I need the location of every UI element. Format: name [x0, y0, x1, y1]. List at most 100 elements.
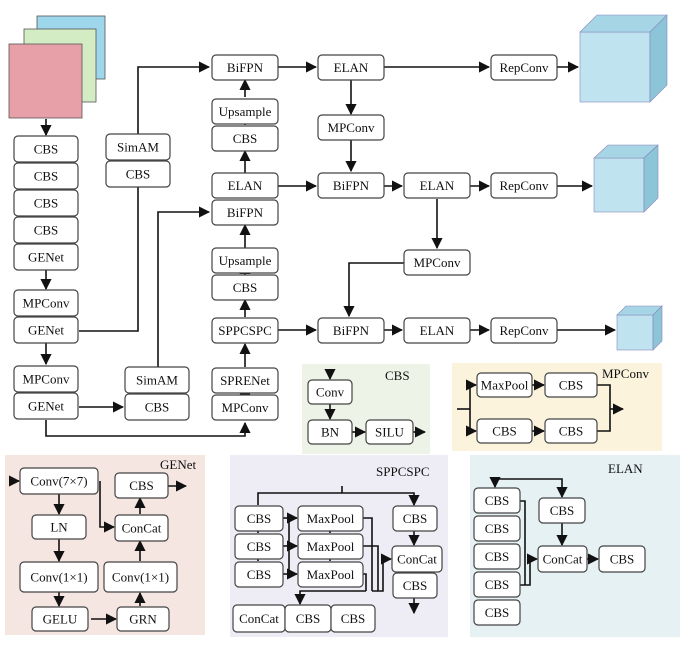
- genet-block-grn-label: GRN: [129, 612, 157, 627]
- sppcspc-block-concat-right: ConCat: [391, 545, 443, 573]
- genet-block-conv1-left: Conv(1×1): [19, 561, 99, 593]
- sppcspc-block-cbs-left-1-label: CBS: [247, 511, 272, 526]
- mpconv-block-cbs-c-label: CBS: [559, 424, 584, 439]
- cbs-block-bn: BN: [307, 419, 353, 445]
- genet-block-grn: GRN: [116, 606, 170, 632]
- head-repconv-1: RepConv: [490, 54, 558, 81]
- sppcspc-block-maxpool-2: MaxPool: [297, 533, 364, 560]
- simam-b: SimAM: [124, 366, 190, 394]
- head-bifpn-2-label: BiFPN: [333, 178, 370, 193]
- head-mpconv-2-label: MPConv: [414, 255, 461, 270]
- elan-block-cbs-2-label: CBS: [485, 521, 510, 536]
- elan-panel-title: ELAN: [608, 461, 643, 476]
- head-mpconv-2: MPConv: [403, 249, 471, 276]
- sppcspc-block-cbs-right-1-label: CBS: [403, 511, 428, 526]
- backbone-mpconv-2: MPConv: [13, 365, 79, 393]
- simam-a-cbs-label: CBS: [126, 167, 151, 182]
- head-elan-2-label: ELAN: [420, 178, 455, 193]
- backbone-mpconv-2-label: MPConv: [23, 372, 70, 387]
- head-repconv-1-label: RepConv: [499, 60, 549, 75]
- cbs-block-conv: Conv: [307, 379, 353, 405]
- genet-block-conv1-left-label: Conv(1×1): [30, 570, 87, 585]
- head-mpconv-1-label: MPConv: [328, 120, 375, 135]
- simam-a-cbs: CBS: [105, 160, 171, 188]
- sppcspc-panel-title: SPPCSPC: [376, 464, 430, 479]
- sppcspc-block-cbs-left-1: CBS: [234, 505, 284, 532]
- backbone-genet-2-label: GENet: [28, 323, 64, 338]
- elan-block-cbs-top-label: CBS: [550, 503, 575, 518]
- sppcspc-block-cbs-left-2-label: CBS: [247, 539, 272, 554]
- head-elan-3-label: ELAN: [420, 323, 455, 338]
- sppcspc-block-cbs-bottom-2: CBS: [330, 604, 376, 633]
- simam-a-label: SimAM: [117, 140, 159, 155]
- mpconv-block-cbs-b-label: CBS: [492, 424, 517, 439]
- sppcspc-block-cbs-left-3: CBS: [234, 561, 284, 588]
- elan-block-cbs-5-label: CBS: [485, 605, 510, 620]
- cbs-block-silu-label: SILU: [375, 425, 405, 440]
- neck-mpconv-low: MPConv: [211, 394, 279, 421]
- sppcspc-block-maxpool-2-label: MaxPool: [307, 539, 355, 554]
- sppcspc-block-cbs-bottom-1: CBS: [284, 604, 332, 633]
- sppcspc-block-cbs-left-3-label: CBS: [247, 567, 272, 582]
- input-layer-front: [8, 43, 83, 119]
- cbs-block-silu: SILU: [365, 419, 414, 445]
- genet-block-gelu: GELU: [31, 606, 89, 632]
- output-cube-large: [579, 14, 668, 103]
- backbone-mpconv-1: MPConv: [13, 289, 79, 317]
- upsample-top: Upsample: [211, 98, 279, 125]
- elan-block-cbs-3-label: CBS: [485, 549, 510, 564]
- cbs-block-conv-label: Conv: [316, 385, 345, 400]
- backbone-cbs-3-label: CBS: [34, 196, 59, 211]
- backbone-genet-3-label: GENet: [28, 399, 64, 414]
- sppcspc-block-cbs-right-1: CBS: [392, 505, 438, 532]
- elan-block-cbs-5: CBS: [473, 599, 521, 626]
- cbs-panel-title: CBS: [385, 368, 410, 383]
- backbone-genet-1-label: GENet: [28, 250, 64, 265]
- sppcspc-block-concat-right-label: ConCat: [397, 552, 437, 567]
- genet-block-concat: ConCat: [114, 514, 169, 542]
- elan-block-cbs-4-label: CBS: [485, 577, 510, 592]
- sppcspc-block-cbs-bottom-2-label: CBS: [341, 611, 366, 626]
- input-image-stack: [8, 15, 106, 119]
- neck-bifpn-mid-label: BiFPN: [227, 205, 264, 220]
- genet-block-cbs-label: CBS: [129, 478, 154, 493]
- sppcspc-block-maxpool-3-label: MaxPool: [307, 567, 355, 582]
- cbs-block-bn-label: BN: [321, 425, 340, 440]
- head-repconv-3-label: RepConv: [499, 323, 549, 338]
- head-repconv-3: RepConv: [490, 317, 558, 344]
- backbone-mpconv-1-label: MPConv: [23, 296, 70, 311]
- elan-block-cbs-out-label: CBS: [610, 552, 635, 567]
- mpconv-block-cbs-a: CBS: [544, 372, 598, 398]
- head-elan-3: ELAN: [403, 317, 471, 344]
- backbone-cbs-3: CBS: [13, 189, 79, 217]
- head-elan-2: ELAN: [403, 172, 471, 199]
- neck-mpconv-low-label: MPConv: [222, 400, 269, 415]
- backbone-genet-3: GENet: [13, 392, 79, 420]
- mpconv-block-maxpool-label: MaxPool: [481, 378, 529, 393]
- neck-bifpn-mid: BiFPN: [211, 199, 279, 226]
- head-bifpn-2: BiFPN: [317, 172, 385, 199]
- neck-cbs-low: CBS: [211, 274, 279, 301]
- elan-block-cbs-1-label: CBS: [485, 493, 510, 508]
- simam-b-label: SimAM: [136, 373, 178, 388]
- head-bifpn-3: BiFPN: [317, 317, 385, 344]
- simam-a: SimAM: [105, 133, 171, 161]
- mpconv-panel-title: MPConv: [602, 366, 649, 381]
- elan-block-cbs-3: CBS: [473, 543, 521, 570]
- bifpn-top-label: BiFPN: [227, 60, 264, 75]
- upsample-low: Upsample: [211, 247, 279, 274]
- sppcspc-block-maxpool-3: MaxPool: [297, 561, 364, 588]
- neck-sppcspc-label: SPPCSPC: [218, 323, 272, 338]
- sppcspc-block-concat-bottom-label: ConCat: [239, 611, 279, 626]
- sppcspc-block-maxpool-1-label: MaxPool: [307, 511, 355, 526]
- sppcspc-block-cbs-bottom-1-label: CBS: [296, 611, 321, 626]
- genet-block-cbs: CBS: [114, 472, 169, 499]
- genet-panel-title: GENet: [160, 457, 196, 472]
- genet-block-ln-label: LN: [50, 520, 68, 535]
- neck-elan-mid: ELAN: [211, 172, 279, 199]
- genet-block-conv1-right: Conv(1×1): [103, 561, 178, 593]
- backbone-cbs-2-label: CBS: [34, 169, 59, 184]
- backbone-cbs-4-label: CBS: [34, 223, 59, 238]
- elan-block-cbs-out: CBS: [598, 545, 646, 573]
